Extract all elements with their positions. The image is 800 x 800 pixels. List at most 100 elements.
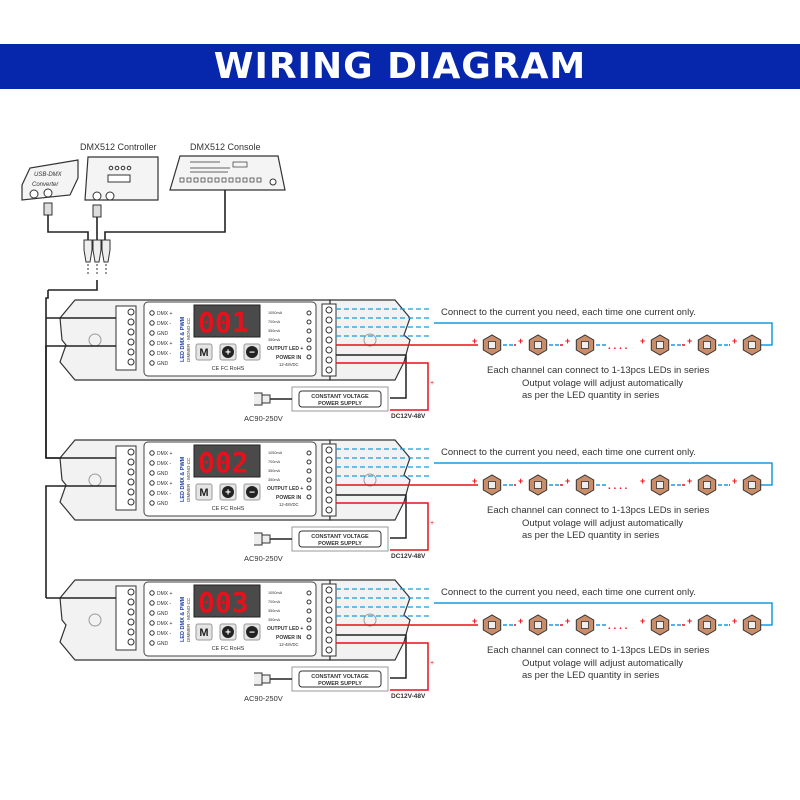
dmx-pin-indicator <box>149 610 155 616</box>
dmx512-console: DMX512 Console <box>169 142 286 191</box>
voltage-note-2: as per the LED quantity in series <box>522 530 660 541</box>
dmx-pin-label: DMX + <box>157 451 173 457</box>
address-display <box>193 584 261 618</box>
usb-dmx-label-2: Converter <box>32 182 59 188</box>
power-in-label: POWER IN <box>276 495 302 501</box>
plus-sign: + <box>472 476 477 486</box>
current-option-indicator <box>306 337 312 343</box>
dmx-pin-label: DMX + <box>157 481 173 487</box>
dmx-pin-label: DMX + <box>157 591 173 597</box>
dmx-pin-indicator <box>149 460 155 466</box>
plus-icon <box>222 486 234 498</box>
usb-dmx-label: USB-DMX <box>34 172 63 178</box>
dmx-pin-label: DMX - <box>157 601 172 607</box>
led-count-note: Each channel can connect to 1-13pcs LEDs… <box>487 365 710 376</box>
terminal-screw <box>325 306 333 314</box>
terminal-screw <box>325 326 333 334</box>
address-display <box>193 444 261 478</box>
controller-label: DMX512 Controller <box>80 142 157 152</box>
product-label: LED DMX & PWM <box>180 316 186 362</box>
current-option-label: 700mA <box>268 320 280 324</box>
plus-sign: + <box>565 336 570 346</box>
dmx-pin-label: GND <box>157 331 169 337</box>
decoder-housing-right <box>329 439 411 521</box>
plus-icon <box>222 626 234 638</box>
certifications: CE FC RoHS <box>212 646 245 652</box>
plus-sign: + <box>687 616 692 626</box>
minus-icon <box>246 626 258 638</box>
plus-sign: + <box>640 336 645 346</box>
plus-sign: + <box>732 336 737 346</box>
power-positive-wire <box>336 362 429 411</box>
psu-label-1: CONSTANT VOLTAGE <box>311 674 369 680</box>
product-sublabel: DIMMER · MONO·CC <box>186 457 191 502</box>
plus-sign: + <box>472 616 477 626</box>
dmx-pin-label: DMX - <box>157 631 172 637</box>
terminal-screw <box>325 496 333 504</box>
led-return-wire <box>434 322 773 346</box>
power-range-label: 12-48VDC <box>279 362 299 367</box>
terminal-screw <box>325 316 333 324</box>
dmx-pin-indicator <box>149 500 155 506</box>
button-mode[interactable] <box>195 343 213 361</box>
certifications: CE FC RoHS <box>212 506 245 512</box>
product-sublabel: DIMMER · MONO·CC <box>186 317 191 362</box>
button-mode[interactable] <box>195 483 213 501</box>
ac-plug-icon <box>254 532 271 546</box>
current-note: Connect to the current you need, each ti… <box>441 587 696 598</box>
button-glyph: + <box>225 628 231 639</box>
address-display <box>193 304 261 338</box>
xlr-plugs <box>83 239 111 263</box>
plus-sign: + <box>518 336 523 346</box>
terminal-screw <box>127 498 135 506</box>
led-count-note: Each channel can connect to 1-13pcs LEDs… <box>487 505 710 516</box>
terminal-screw <box>127 458 135 466</box>
power-positive-wire <box>336 642 429 691</box>
series-ellipsis: . . . . <box>608 621 628 632</box>
terminal-screw <box>325 616 333 624</box>
product-label: LED DMX & PWM <box>180 456 186 502</box>
dmx-pin-indicator <box>149 360 155 366</box>
terminal-screw <box>325 346 333 354</box>
terminal-screw <box>127 618 135 626</box>
dc-output-label: DC12V-48V <box>391 693 426 700</box>
terminal-screw <box>325 366 333 374</box>
dmx-pin-label: DMX - <box>157 461 172 467</box>
dmx-pin-label: GND <box>157 641 169 647</box>
current-option-label: 700mA <box>268 460 280 464</box>
ac-input-label: AC90-250V <box>244 694 283 703</box>
mount-hole <box>88 613 102 627</box>
dmx-pin-indicator <box>149 620 155 626</box>
psu-label-1: CONSTANT VOLTAGE <box>311 394 369 400</box>
current-option-indicator <box>306 599 312 605</box>
minus-icon <box>246 346 258 358</box>
dmx-pin-indicator <box>149 310 155 316</box>
dmx-pin-label: DMX - <box>157 351 172 357</box>
dmx-pin-indicator <box>149 330 155 336</box>
series-ellipsis: . . . . <box>608 481 628 492</box>
mode-button-label: M <box>199 347 208 359</box>
terminal-screw <box>127 448 135 456</box>
terminal-screw <box>127 318 135 326</box>
dmx-pin-label: GND <box>157 471 169 477</box>
voltage-note-1: Output volage will adjust automatically <box>522 658 683 669</box>
plus-sign: + <box>565 476 570 486</box>
voltage-note-1: Output volage will adjust automatically <box>522 518 683 529</box>
plus-sign: + <box>687 476 692 486</box>
output-led-label: OUTPUT LED + <box>267 346 303 352</box>
button-mode[interactable] <box>195 623 213 641</box>
power-negative-wire <box>336 494 407 539</box>
current-option-indicator <box>306 477 312 483</box>
current-option-label: 1050mA <box>268 591 283 595</box>
button-glyph: + <box>225 348 231 359</box>
terminal-screw <box>325 456 333 464</box>
terminal-screw <box>325 636 333 644</box>
terminal-screw <box>127 638 135 646</box>
current-option-indicator <box>306 328 312 334</box>
terminal-screw <box>127 488 135 496</box>
output-led-label: OUTPUT LED + <box>267 486 303 492</box>
psu-label-2: POWER SUPPLY <box>318 681 362 687</box>
output-indicator <box>306 345 312 351</box>
